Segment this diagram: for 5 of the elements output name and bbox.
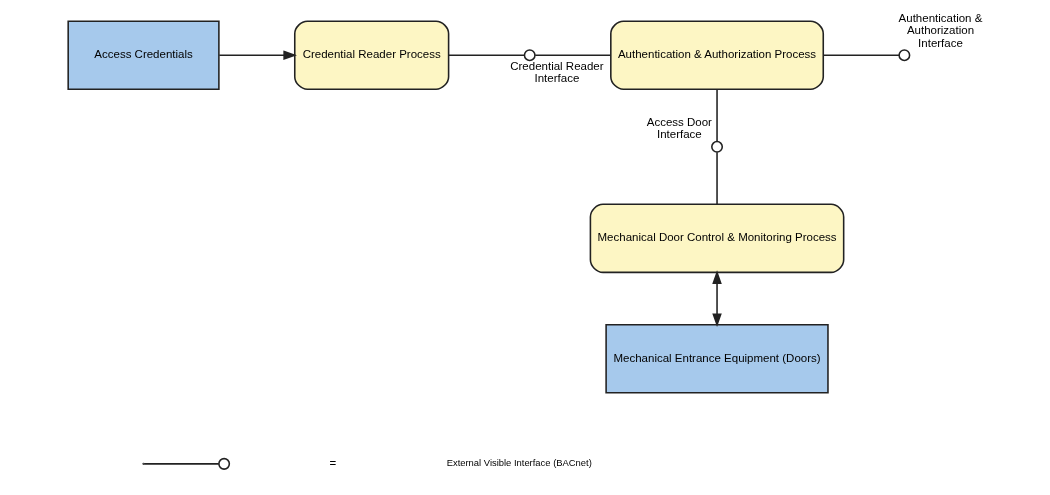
node-label: Credential Reader Interface <box>510 59 604 85</box>
label: = <box>329 456 337 469</box>
legend-label: External Visible Interface (BACnet) <box>446 457 592 469</box>
node-label: Authentication & Authorization Interface <box>898 11 983 49</box>
node-label: Access Door Interface <box>646 115 712 141</box>
